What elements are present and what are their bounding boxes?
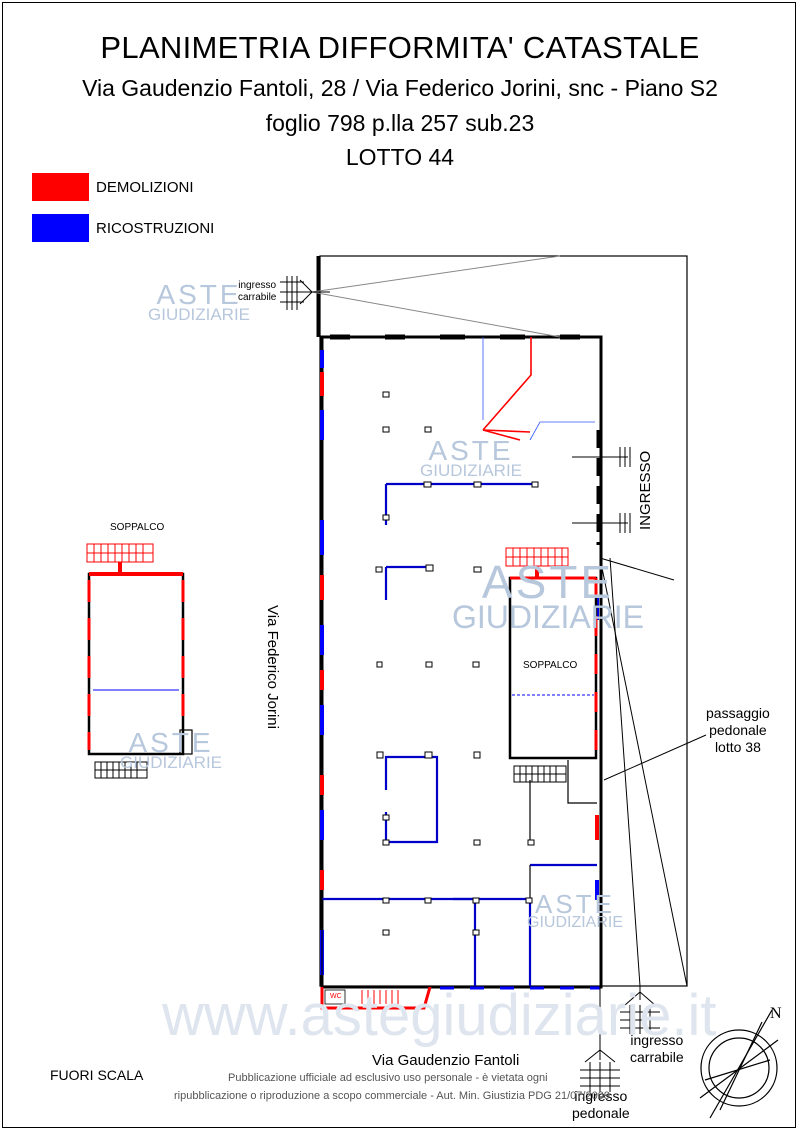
scale-note: FUORI SCALA — [50, 1067, 144, 1083]
label-ingresso-carrabile-bottom: ingresso carrabile — [630, 1032, 684, 1065]
legend-swatch-ricostruzioni — [32, 214, 89, 242]
soppalco-stair-demolished — [505, 547, 569, 567]
entrance-arrow-top — [280, 276, 313, 310]
legend-label-demolizioni: DEMOLIZIONI — [96, 179, 194, 196]
stair-bottom — [513, 765, 567, 783]
label-soppalco: SOPPALCO — [523, 660, 578, 671]
label-passaggio-pedonale: passaggio pedonale lotto 38 — [706, 705, 770, 755]
soppalco-detail — [86, 543, 193, 779]
street-label-fantoli: Via Gaudenzio Fantoli — [372, 1052, 520, 1069]
label-wc: WC — [330, 993, 342, 1000]
north-label: N — [770, 1005, 782, 1022]
watermark-logo: ASTE GIUDIZIARIE — [120, 727, 223, 773]
entrance-arrows-right — [572, 447, 631, 533]
footer-line-1: Pubblicazione ufficiale ad esclusivo uso… — [228, 1072, 548, 1084]
label-ingresso-carrabile-top: ingresso carrabile — [238, 280, 277, 303]
pillars — [375, 391, 539, 936]
legend-swatch-demolizioni — [32, 173, 89, 201]
north-arrow-icon — [699, 1009, 779, 1119]
entrance-arrows-bottom — [580, 986, 660, 1092]
watermark-logo-large: ASTE GIUDIZIARIE — [452, 556, 645, 636]
watermark-logo: ASTE GIUDIZIARIE — [148, 279, 251, 325]
label-soppalco-detail: SOPPALCO — [110, 522, 165, 533]
footer-line-2: ripubblicazione o riproduzione a scopo c… — [174, 1090, 610, 1102]
demolition-lines — [482, 337, 532, 441]
page-title: PLANIMETRIA DIFFORMITA' CATASTALE — [100, 30, 700, 65]
watermark-logo: ASTE GIUDIZIARIE — [527, 889, 624, 932]
street-label-jorini: Via Federico Jorini — [264, 605, 281, 729]
label-ingresso-pedonale: ingresso pedonale — [572, 1088, 630, 1121]
legend-label-ricostruzioni: RICOSTRUZIONI — [96, 220, 215, 237]
watermark-logo: ASTE GIUDIZIARIE — [420, 435, 523, 481]
lot-number: LOTTO 44 — [345, 144, 455, 170]
watermark-url: www.astegiudiziarie.it — [162, 983, 717, 1048]
wc-room — [320, 986, 432, 1010]
label-ingresso: INGRESSO — [637, 450, 654, 530]
cadastral-reference: foglio 798 p.lla 257 sub.23 — [265, 110, 535, 136]
address-line: Via Gaudenzio Fantoli, 28 / Via Federico… — [82, 75, 718, 101]
